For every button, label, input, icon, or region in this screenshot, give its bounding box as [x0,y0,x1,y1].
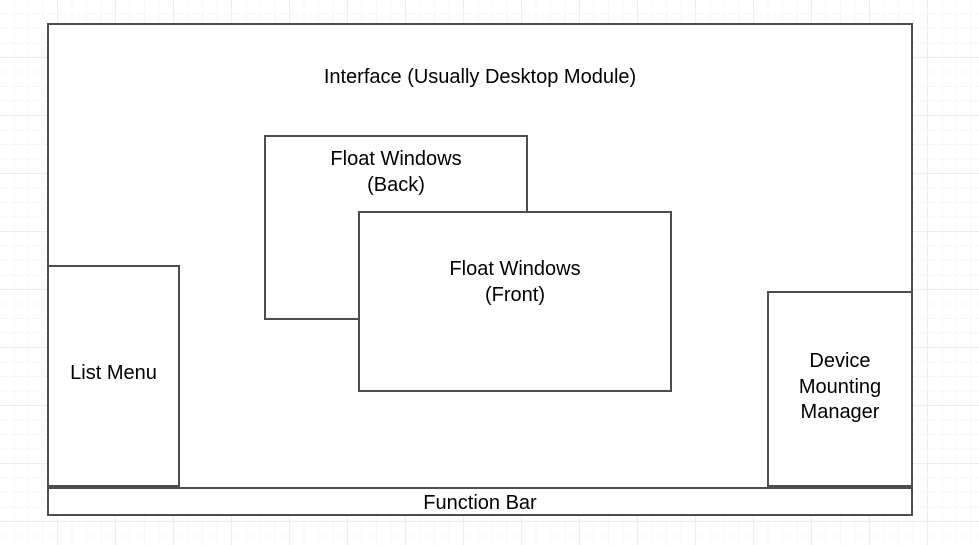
list-menu-label: List Menu [70,362,157,384]
float-windows-back-label: Float Windows (Back) [330,148,462,196]
device-mounting-manager-label: Device Mounting Manager [798,350,882,424]
device-mounting-manager-box[interactable]: Device Mounting Manager [767,291,913,487]
function-bar-box[interactable]: Function Bar [47,487,913,516]
interface-container-label: Interface (Usually Desktop Module) [323,66,637,88]
float-windows-front-label: Float Windows (Front) [449,258,581,306]
function-bar-label: Function Bar [423,492,537,514]
list-menu-box[interactable]: List Menu [47,265,180,487]
float-windows-front-box[interactable]: Float Windows (Front) [358,211,672,392]
